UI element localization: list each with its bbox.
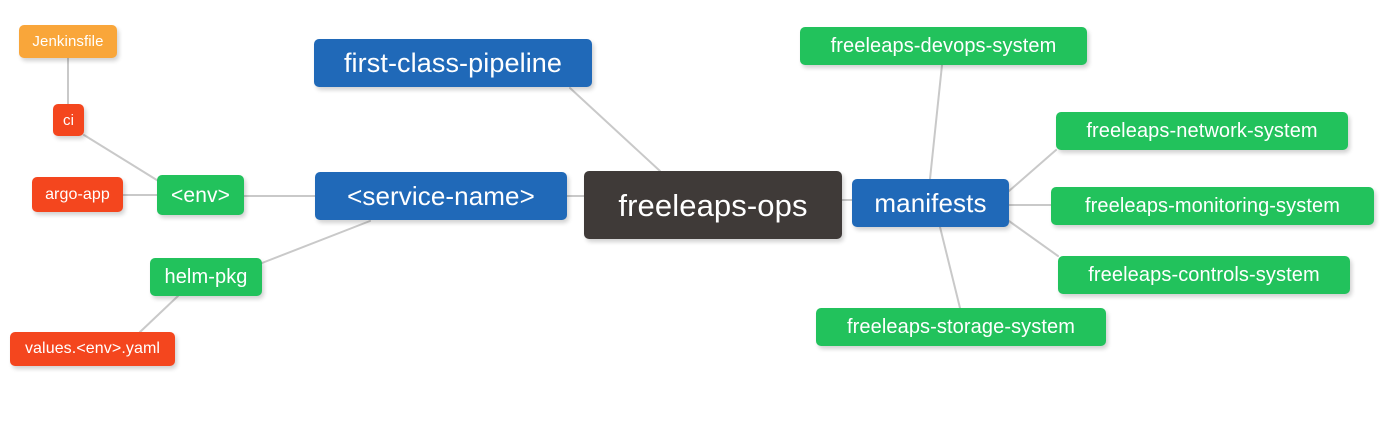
edge-first-class-pipeline-to-freeleaps-ops	[569, 87, 661, 172]
mindmap-node-service-name[interactable]: <service-name>	[315, 172, 567, 220]
mindmap-node-label: argo-app	[45, 185, 110, 203]
mindmap-node-label: <service-name>	[347, 181, 535, 211]
edge-manifests-to-freeleaps-storage-system	[939, 226, 961, 309]
mindmap-node-ci[interactable]: ci	[53, 104, 84, 136]
mindmap-node-env[interactable]: <env>	[157, 175, 244, 215]
mindmap-node-label: freeleaps-monitoring-system	[1084, 195, 1340, 217]
mindmap-node-argo-app[interactable]: argo-app	[32, 177, 123, 212]
mindmap-node-freeleaps-monitoring-system[interactable]: freeleaps-monitoring-system	[1051, 187, 1374, 225]
mindmap-node-label: ci	[62, 111, 75, 129]
mindmap-node-label: first-class-pipeline	[343, 47, 563, 78]
mindmap-node-values-yaml[interactable]: values.<env>.yaml	[10, 332, 175, 366]
edge-manifests-to-freeleaps-controls-system	[1008, 220, 1059, 257]
edge-values-yaml-to-helm-pkg	[139, 295, 179, 333]
mindmap-node-helm-pkg[interactable]: helm-pkg	[150, 258, 262, 296]
mindmap-node-label: <env>	[171, 183, 230, 207]
mindmap-node-label: freeleaps-ops	[618, 187, 808, 223]
mindmap-node-label: values.<env>.yaml	[24, 340, 161, 357]
mindmap-node-manifests[interactable]: manifests	[852, 179, 1009, 227]
mindmap-node-label: freeleaps-controls-system	[1088, 264, 1320, 286]
edge-manifests-to-freeleaps-network-system	[1008, 149, 1057, 192]
mindmap-node-label: freeleaps-storage-system	[846, 316, 1076, 338]
edge-manifests-to-freeleaps-devops-system	[929, 64, 943, 180]
edge-ci-to-env	[83, 134, 161, 183]
mindmap-node-freeleaps-controls-system[interactable]: freeleaps-controls-system	[1058, 256, 1350, 294]
mindmap-node-freeleaps-devops-system[interactable]: freeleaps-devops-system	[800, 27, 1087, 65]
mindmap-node-label: manifests	[874, 188, 987, 218]
mindmap-node-first-class-pipeline[interactable]: first-class-pipeline	[314, 39, 592, 87]
mindmap-node-freeleaps-ops[interactable]: freeleaps-ops	[584, 171, 842, 239]
mindmap-node-label: Jenkinsfile	[32, 33, 104, 50]
mindmap-node-label: freeleaps-devops-system	[830, 35, 1057, 57]
mindmap-node-freeleaps-storage-system[interactable]: freeleaps-storage-system	[816, 308, 1106, 346]
mindmap-node-label: freeleaps-network-system	[1086, 120, 1318, 142]
mindmap-node-label: helm-pkg	[164, 266, 248, 288]
mindmap-node-freeleaps-network-system[interactable]: freeleaps-network-system	[1056, 112, 1348, 150]
edge-helm-pkg-to-service-name	[261, 220, 371, 264]
mindmap-node-jenkinsfile[interactable]: Jenkinsfile	[19, 25, 117, 58]
